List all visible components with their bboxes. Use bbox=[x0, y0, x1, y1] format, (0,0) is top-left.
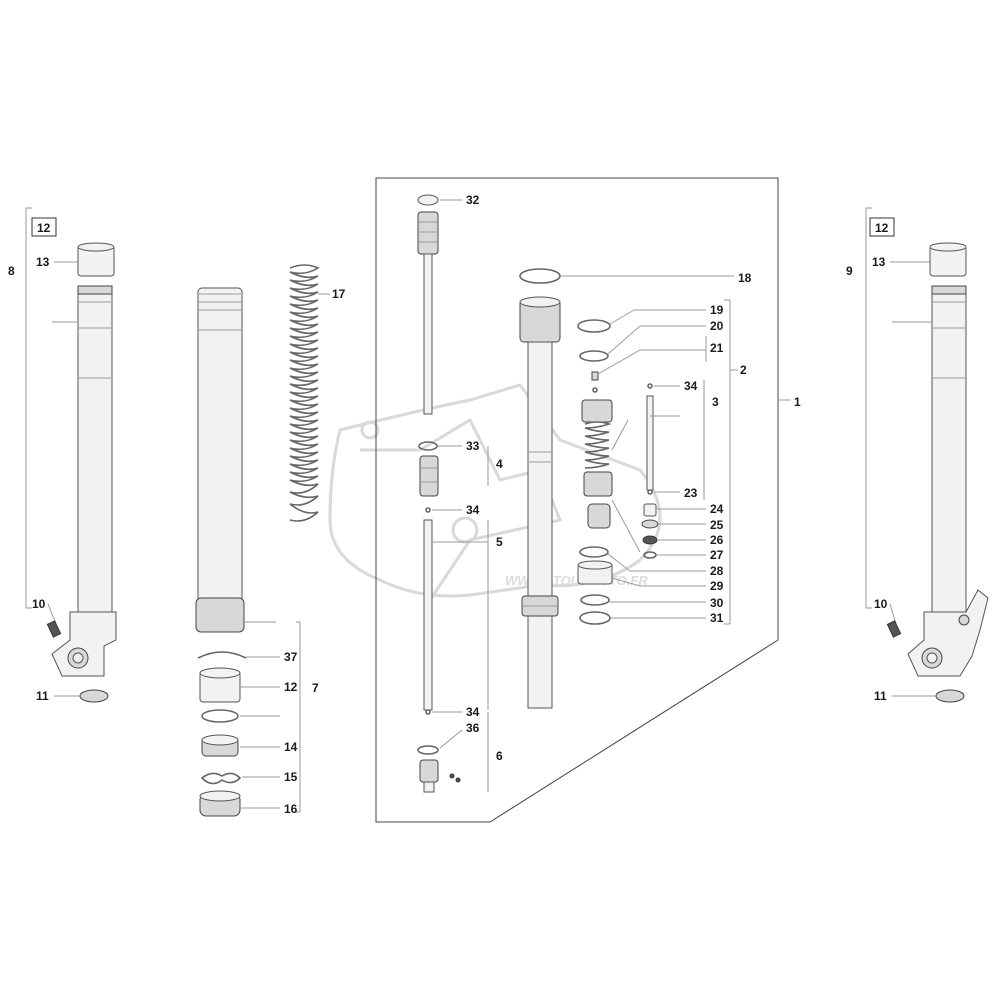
ring-28 bbox=[579, 546, 609, 558]
cartridge-top-ring bbox=[519, 268, 561, 284]
callout-27: 27 bbox=[710, 548, 724, 562]
needle-rod bbox=[646, 395, 654, 491]
outer-tube-group: 7 17 37 12 14 15 16 bbox=[195, 264, 346, 817]
callout-30: 30 bbox=[710, 596, 724, 610]
callout-box-12-right bbox=[869, 217, 895, 237]
damping-rod-group: 32 33 4 34 5 34 36 6 bbox=[417, 193, 503, 793]
ring-19 bbox=[577, 319, 611, 333]
cartridge-tube-group: 18 bbox=[519, 268, 752, 709]
left-inner-tube bbox=[77, 285, 113, 617]
callout-33: 33 bbox=[466, 439, 480, 453]
washer bbox=[201, 709, 239, 723]
circlip bbox=[197, 651, 247, 659]
callout-2: 2 bbox=[740, 363, 747, 377]
rod-oring bbox=[418, 441, 438, 451]
callout-15: 15 bbox=[284, 770, 298, 784]
valve-stack-group: 19 20 21 34 23 3 24 25 26 bbox=[577, 299, 801, 625]
callout-26: 26 bbox=[710, 533, 724, 547]
callout-20: 20 bbox=[710, 319, 724, 333]
right-cap bbox=[935, 689, 965, 703]
callout-31: 31 bbox=[710, 611, 724, 625]
fork-spring bbox=[289, 264, 320, 522]
left-fork-leg: 8 12 13 10 11 bbox=[8, 207, 117, 703]
callout-5: 5 bbox=[496, 535, 503, 549]
callout-9: 9 bbox=[846, 264, 853, 278]
top-cap-ring bbox=[417, 194, 439, 206]
callout-4: 4 bbox=[496, 457, 503, 471]
callout-box-12-left bbox=[31, 217, 57, 237]
callout-24: 24 bbox=[710, 502, 724, 516]
part-26 bbox=[642, 535, 658, 545]
callout-37: 37 bbox=[284, 650, 298, 664]
callout-13-left: 13 bbox=[36, 255, 50, 269]
callout-13-right: 13 bbox=[872, 255, 886, 269]
part-25 bbox=[641, 519, 659, 529]
seal-clip bbox=[200, 772, 242, 785]
callout-34-c: 34 bbox=[684, 379, 698, 393]
ring-20 bbox=[579, 350, 609, 362]
piston-valve bbox=[419, 455, 439, 497]
watermark-text: WWW.ATOUTMOTO.FR bbox=[505, 573, 648, 588]
right-bolt bbox=[886, 620, 902, 638]
damper-rod bbox=[423, 253, 433, 415]
callout-12-left: 12 bbox=[37, 221, 51, 235]
callout-12-right: 12 bbox=[875, 221, 889, 235]
callout-14: 14 bbox=[284, 740, 298, 754]
valve-spring bbox=[584, 421, 612, 469]
outer-tube bbox=[197, 287, 243, 629]
part-24 bbox=[643, 503, 657, 517]
callout-17: 17 bbox=[332, 287, 346, 301]
callout-34-b: 34 bbox=[466, 705, 480, 719]
base-valve bbox=[419, 759, 439, 783]
callout-28: 28 bbox=[710, 564, 724, 578]
callout-8: 8 bbox=[8, 264, 15, 278]
ring-30 bbox=[580, 594, 610, 606]
callout-18: 18 bbox=[738, 271, 752, 285]
valve-body bbox=[581, 399, 613, 423]
callout-6: 6 bbox=[496, 749, 503, 763]
callout-12-center: 12 bbox=[284, 680, 298, 694]
adjuster-head bbox=[417, 211, 439, 255]
part-21 bbox=[591, 371, 599, 381]
inner-rod bbox=[423, 519, 433, 711]
callout-34-a: 34 bbox=[466, 503, 480, 517]
left-bolt bbox=[46, 620, 62, 638]
assembly-frame bbox=[375, 177, 779, 823]
callout-25: 25 bbox=[710, 518, 724, 532]
cartridge-tube bbox=[527, 341, 553, 709]
callout-3: 3 bbox=[712, 395, 719, 409]
ring-31 bbox=[579, 611, 611, 625]
right-inner-tube bbox=[931, 285, 967, 617]
callout-16: 16 bbox=[284, 802, 298, 816]
callout-21: 21 bbox=[710, 341, 724, 355]
callout-1: 1 bbox=[794, 395, 801, 409]
callout-19: 19 bbox=[710, 303, 724, 317]
base-oring bbox=[417, 745, 439, 755]
callout-11-left: 11 bbox=[36, 689, 49, 703]
callout-11-right: 11 bbox=[874, 689, 887, 703]
callout-7: 7 bbox=[312, 681, 319, 695]
callout-29: 29 bbox=[710, 579, 724, 593]
left-cap bbox=[79, 689, 109, 703]
callout-10-right: 10 bbox=[874, 597, 888, 611]
callout-10-left: 10 bbox=[32, 597, 46, 611]
right-fork-leg: 9 12 13 10 11 bbox=[846, 207, 989, 703]
callout-32: 32 bbox=[466, 193, 480, 207]
callout-23: 23 bbox=[684, 486, 698, 500]
callout-36: 36 bbox=[466, 721, 480, 735]
